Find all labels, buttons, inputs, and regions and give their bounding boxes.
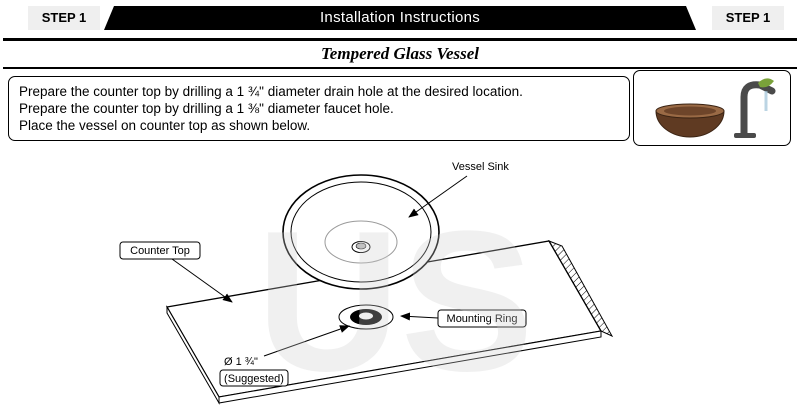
vessel-sink-label: Vessel Sink xyxy=(452,161,509,173)
callout-vessel-sink: Vessel Sink xyxy=(408,161,509,218)
counter-cut-edge-hatch xyxy=(547,240,614,338)
counter-top-label: Counter Top xyxy=(130,245,190,257)
waterfall-faucet-icon xyxy=(734,78,776,138)
header: STEP 1 Installation Instructions STEP 1 xyxy=(0,6,800,30)
callout-counter-top: Counter Top xyxy=(119,241,233,303)
vessel-faucet-illustration xyxy=(655,78,776,138)
instruction-line-2: Prepare the counter top by drilling a 1 … xyxy=(19,101,394,116)
watermark: US xyxy=(256,190,534,413)
callout-mounting-ring: Mounting Ring xyxy=(400,309,527,328)
step-label-right: STEP 1 xyxy=(712,6,784,30)
product-illustration-box xyxy=(633,70,791,146)
mounting-ring-label: Mounting Ring xyxy=(447,313,518,325)
suggested-label: (Suggested) xyxy=(224,373,284,385)
drain-hole-drawing xyxy=(338,304,394,330)
vessel-sink-drawing xyxy=(282,174,440,290)
page-title: Installation Instructions xyxy=(104,6,696,30)
divider-subtitle xyxy=(3,67,797,69)
instruction-line-3: Place the vessel on counter top as shown… xyxy=(19,118,311,133)
section-subtitle: Tempered Glass Vessel xyxy=(320,44,480,63)
divider-top xyxy=(3,38,797,41)
instructions-box: Prepare the counter top by drilling a 1 … xyxy=(8,76,630,141)
instruction-line-1: Prepare the counter top by drilling a 1 … xyxy=(19,84,523,99)
vessel-sink-icon xyxy=(655,103,725,138)
step-label-left: STEP 1 xyxy=(28,6,100,30)
drain-diameter-label: Ø 1 ¾" xyxy=(224,356,258,368)
callout-drain-diameter: Ø 1 ¾" (Suggested) xyxy=(219,325,350,387)
